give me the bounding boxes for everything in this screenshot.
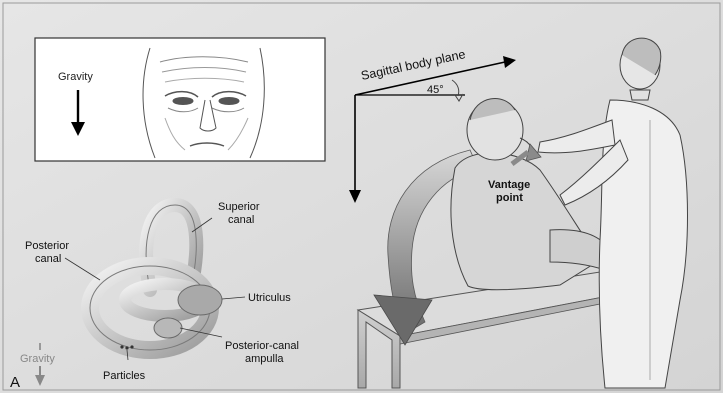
particle [125,346,128,349]
face-inset: Gravity [35,38,325,161]
posterior-canal-ampulla [154,318,182,338]
superior-canal-label-line1: Superior [218,201,260,213]
superior-canal-label-line2: canal [228,214,254,226]
particle [130,345,133,348]
ampulla-label-line1: Posterior-canal [225,340,299,352]
particle [120,345,123,348]
particles-label: Particles [103,370,146,382]
utriculus-label: Utriculus [248,292,291,304]
posterior-canal-label-line2: canal [35,253,61,265]
panel-letter: A [10,374,20,391]
gravity-label-top: Gravity [58,71,93,83]
angle-label: 45° [427,84,444,96]
posterior-canal-label-line1: Posterior [25,240,69,252]
utriculus-body [178,285,222,315]
vantage-point-label-line2: point [496,192,523,204]
vantage-point-label-line1: Vantage [488,179,530,191]
ampulla-label-line2: ampulla [245,353,284,365]
gravity-label-bottom: Gravity [20,353,55,365]
